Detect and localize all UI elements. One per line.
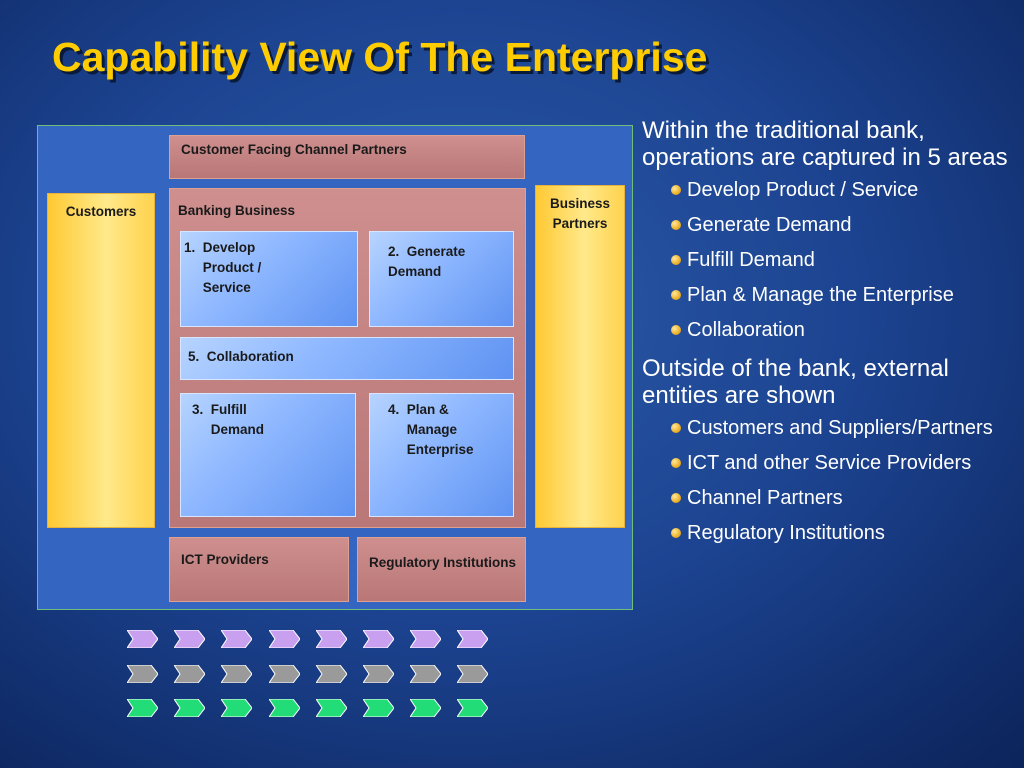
chevron-arrow-icon (268, 664, 300, 683)
bullet-dot-icon (671, 185, 681, 195)
bullet-dot-icon (671, 493, 681, 503)
customers-label: Customers (65, 204, 137, 219)
chevron-decoration (127, 630, 489, 720)
bullet-dot-icon (671, 220, 681, 230)
business-partners-label: Business Partners (549, 196, 611, 231)
banking-business-label: Banking Business (178, 203, 296, 218)
chevron-arrow-icon (268, 699, 300, 717)
bullet-item: Collaboration (642, 319, 1014, 341)
chevron-arrow-icon (127, 699, 158, 717)
bullet-dot-icon (671, 290, 681, 300)
bullet-text: Channel Partners (687, 487, 843, 509)
chevron-arrow-icon (174, 630, 206, 648)
outside-items-list: Customers and Suppliers/Partners ICT and… (642, 417, 1014, 544)
develop-product-box: 1. Develop Product / Service (180, 231, 358, 327)
outside-intro: Outside of the bank, external entities a… (642, 355, 949, 409)
chevron-arrow-icon (127, 664, 158, 683)
chevron-arrow-icon (315, 699, 347, 717)
bullet-item: Fulfill Demand (642, 249, 1014, 271)
regulatory-institutions-box: Regulatory Institutions (357, 537, 526, 602)
bullet-text: Regulatory Institutions (687, 522, 885, 544)
bullet-dot-icon (671, 325, 681, 335)
bullet-item: Generate Demand (642, 214, 1014, 236)
chevron-arrow-icon (410, 664, 442, 683)
chevron-arrow-icon (457, 630, 489, 648)
bullet-text: Customers and Suppliers/Partners (687, 417, 993, 439)
fulfill-demand-label: 3. Fulfill Demand (192, 402, 265, 437)
chevron-arrow-icon (221, 664, 253, 683)
ict-providers-label: ICT Providers (181, 552, 269, 567)
chevron-arrow-icon (457, 699, 489, 717)
chevron-arrow-icon (457, 664, 489, 683)
plan-manage-box: 4. Plan & Manage Enterprise (369, 393, 514, 517)
chevron-arrow-icon (174, 699, 206, 717)
customers-box: Customers (47, 193, 155, 528)
collaboration-box: 5. Collaboration (180, 337, 514, 380)
regulatory-institutions-label: Regulatory Institutions (369, 555, 517, 570)
bullet-item: Customers and Suppliers/Partners (642, 417, 1014, 439)
collaboration-label: 5. Collaboration (188, 349, 294, 364)
chevron-arrow-icon (174, 664, 206, 683)
bullet-item: Channel Partners (642, 487, 1014, 509)
channel-partners-label: Customer Facing Channel Partners (181, 142, 407, 157)
inside-items-list: Develop Product / Service Generate Deman… (642, 179, 1014, 341)
enterprise-diagram: Customer Facing Channel Partners Custome… (37, 125, 633, 610)
ict-providers-box: ICT Providers (169, 537, 349, 602)
bullet-dot-icon (671, 528, 681, 538)
bullet-text: Collaboration (687, 319, 805, 341)
plan-manage-label: 4. Plan & Manage Enterprise (388, 402, 474, 457)
bullet-dot-icon (671, 255, 681, 265)
generate-demand-box: 2. Generate Demand (369, 231, 514, 327)
bullet-dot-icon (671, 423, 681, 433)
bullet-text: Generate Demand (687, 214, 852, 236)
chevron-arrow-icon (127, 630, 158, 648)
chevron-arrow-icon (363, 699, 394, 717)
chevron-arrow-icon (221, 699, 253, 717)
bullet-list: Within the traditional bank, operations … (642, 117, 1014, 557)
chevron-arrow-icon (315, 630, 347, 648)
bullet-text: Fulfill Demand (687, 249, 815, 271)
fulfill-demand-box: 3. Fulfill Demand (180, 393, 356, 517)
inside-intro: Within the traditional bank, operations … (642, 117, 1008, 171)
bullet-dot-icon (671, 458, 681, 468)
chevron-arrow-icon (268, 630, 300, 648)
develop-product-label: 1. Develop Product / Service (184, 240, 262, 295)
chevron-arrow-icon (410, 699, 442, 717)
channel-partners-box: Customer Facing Channel Partners (169, 135, 525, 179)
bullet-item: Regulatory Institutions (642, 522, 1014, 544)
bullet-item: ICT and other Service Providers (642, 452, 1014, 474)
chevron-arrow-icon (363, 630, 394, 648)
generate-demand-label: 2. Generate Demand (388, 244, 466, 279)
bullet-text: ICT and other Service Providers (687, 452, 972, 474)
bullet-text: Develop Product / Service (687, 179, 919, 201)
bullet-item: Develop Product / Service (642, 179, 1014, 201)
business-partners-box: Business Partners (535, 185, 625, 528)
bullet-item: Plan & Manage the Enterprise (642, 284, 1014, 306)
chevron-arrow-icon (221, 630, 253, 648)
bullet-text: Plan & Manage the Enterprise (687, 284, 954, 306)
chevron-arrow-icon (315, 664, 347, 683)
slide-title: Capability View Of The Enterprise (52, 34, 708, 80)
chevron-arrow-icon (410, 630, 442, 648)
chevron-arrow-icon (363, 664, 394, 683)
